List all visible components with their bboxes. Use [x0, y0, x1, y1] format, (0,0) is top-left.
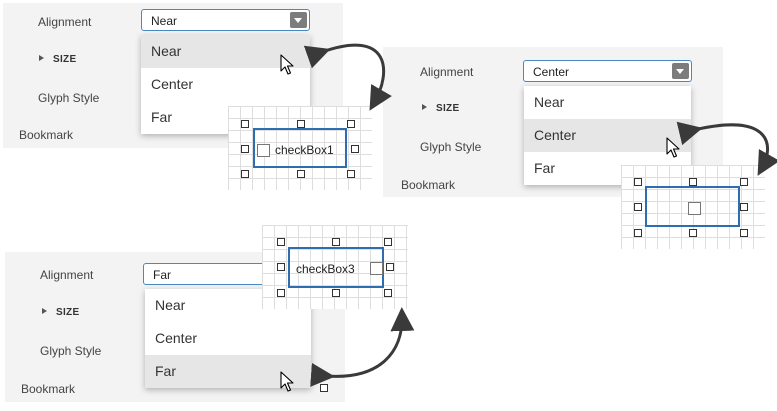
- option-near[interactable]: Near: [534, 94, 565, 110]
- size-section-label: SIZE: [436, 103, 460, 114]
- resize-handle[interactable]: [347, 120, 355, 128]
- arrow-center-to-canvas: [676, 121, 777, 176]
- resize-handle[interactable]: [297, 170, 305, 178]
- bookmark-label: Bookmark: [401, 178, 456, 192]
- resize-handle[interactable]: [351, 145, 359, 153]
- resize-handle[interactable]: [332, 289, 340, 297]
- arrow-far-to-canvas: [310, 307, 415, 387]
- checkbox-glyph: [688, 202, 701, 215]
- option-far[interactable]: Far: [534, 160, 555, 176]
- alignment-label: Alignment: [40, 268, 94, 282]
- resize-handle[interactable]: [384, 238, 392, 246]
- size-section-label: SIZE: [56, 307, 80, 318]
- alignment-combobox[interactable]: Center: [523, 60, 692, 82]
- glyph-style-label: Glyph Style: [40, 344, 102, 358]
- resize-handle[interactable]: [740, 229, 748, 237]
- report-designer-canvas-near: checkBox1: [228, 106, 372, 190]
- expand-triangle-icon: [422, 104, 427, 110]
- resize-handle[interactable]: [241, 170, 249, 178]
- resize-handle[interactable]: [241, 145, 249, 153]
- mouse-pointer-icon: [280, 371, 294, 392]
- report-designer-canvas-center: [621, 165, 765, 249]
- resize-handle[interactable]: [634, 203, 642, 211]
- alignment-dropdown-list: Near Center Far: [145, 289, 311, 388]
- checkbox-caption: checkBox1: [275, 143, 334, 157]
- chevron-down-icon[interactable]: [290, 12, 307, 28]
- resize-handle[interactable]: [634, 178, 642, 186]
- resize-handle[interactable]: [277, 238, 285, 246]
- alignment-label: Alignment: [38, 15, 92, 29]
- alignment-combobox-value: Near: [151, 14, 178, 28]
- resize-handle[interactable]: [277, 263, 285, 271]
- resize-handle[interactable]: [297, 120, 305, 128]
- checkbox-control-near[interactable]: [253, 128, 347, 168]
- glyph-style-label: Glyph Style: [420, 140, 482, 154]
- resize-handle[interactable]: [241, 120, 249, 128]
- resize-handle[interactable]: [386, 263, 394, 271]
- option-near[interactable]: Near: [155, 297, 186, 313]
- alignment-combobox-value: Center: [533, 65, 570, 79]
- report-designer-canvas-far: checkBox3: [262, 225, 408, 309]
- alignment-combobox-value: Far: [153, 268, 171, 282]
- bookmark-label: Bookmark: [19, 128, 74, 142]
- expand-triangle-icon: [42, 308, 47, 314]
- checkbox-caption: checkBox3: [296, 262, 355, 276]
- mouse-pointer-icon: [280, 54, 294, 75]
- expand-triangle-icon: [39, 55, 44, 61]
- checkbox-control-far[interactable]: [288, 247, 384, 288]
- size-section-toggle[interactable]: SIZE: [39, 54, 76, 65]
- alignment-combobox[interactable]: Near: [141, 9, 310, 31]
- size-section-toggle[interactable]: SIZE: [42, 307, 79, 318]
- size-section-toggle[interactable]: SIZE: [422, 103, 459, 114]
- resize-handle[interactable]: [332, 238, 340, 246]
- option-center[interactable]: Center: [524, 119, 691, 152]
- glyph-style-label: Glyph Style: [38, 91, 100, 105]
- resize-handle[interactable]: [277, 289, 285, 297]
- resize-handle[interactable]: [740, 178, 748, 186]
- resize-handle[interactable]: [347, 170, 355, 178]
- checkbox-control-center[interactable]: [645, 186, 740, 227]
- alignment-label: Alignment: [420, 65, 474, 79]
- option-center[interactable]: Center: [151, 76, 194, 92]
- resize-handle[interactable]: [740, 203, 748, 211]
- option-center[interactable]: Center: [155, 330, 198, 346]
- arrow-near-to-canvas: [303, 43, 392, 111]
- bookmark-label: Bookmark: [21, 382, 76, 396]
- resize-handle[interactable]: [689, 178, 697, 186]
- resize-handle[interactable]: [689, 229, 697, 237]
- checkbox-glyph: [257, 144, 270, 157]
- chevron-down-icon[interactable]: [672, 63, 689, 79]
- resize-handle[interactable]: [634, 229, 642, 237]
- resize-handle[interactable]: [384, 289, 392, 297]
- size-section-label: SIZE: [53, 54, 77, 65]
- checkbox-glyph: [370, 262, 383, 275]
- option-far[interactable]: Far: [151, 109, 172, 125]
